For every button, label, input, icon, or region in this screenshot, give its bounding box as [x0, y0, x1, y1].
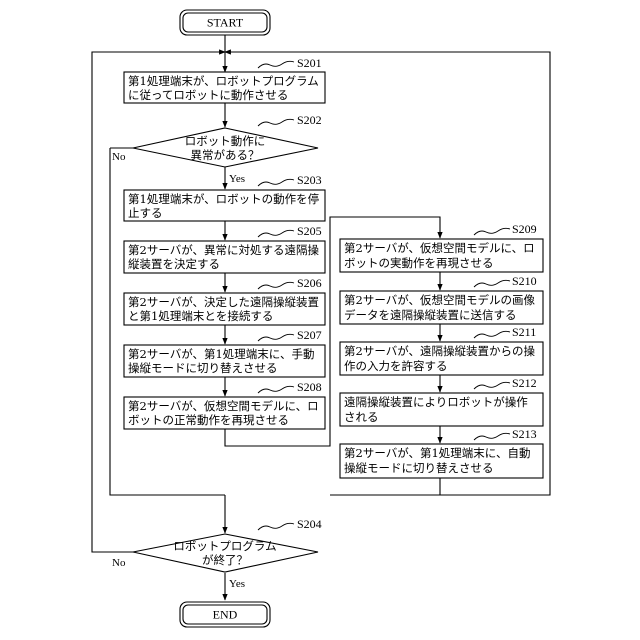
s204-yes-label: Yes [229, 578, 245, 590]
step-s212-line1: 遠隔操縦装置によりロボットが操作 [344, 395, 528, 409]
leader-s213 [474, 433, 510, 440]
leader-s204 [258, 523, 294, 530]
leader-s201 [258, 61, 294, 68]
step-s211-line1: 第2サーバが、遠隔操縦装置からの操 [344, 344, 535, 358]
step-s213-line2: 操縦モードに切り替えさせる [344, 461, 494, 475]
step-label-s213: S213 [512, 427, 537, 441]
s202-yes-label: Yes [229, 173, 245, 185]
leader-s206 [258, 282, 294, 289]
step-s205-line2: 縦装置を決定する [128, 257, 220, 271]
step-s209-line1: 第2サーバが、仮想空間モデルに、ロ [344, 241, 535, 255]
end-terminal: END [180, 602, 270, 627]
leader-s210 [474, 280, 510, 287]
step-s209: 第2サーバが、仮想空間モデルに、ロ ボットの実動作を再現させる [340, 239, 543, 272]
step-s211: 第2サーバが、遠隔操縦装置からの操 作の入力を許容する [340, 342, 543, 375]
start-label: START [207, 16, 244, 30]
step-label-s211: S211 [512, 325, 536, 339]
step-s208: 第2サーバが、仮想空間モデルに、ロ ボットの正常動作を再現させる [124, 397, 325, 429]
step-s203-line2: 止する [128, 206, 163, 220]
step-label-s201: S201 [297, 56, 322, 70]
leader-s205 [258, 230, 294, 237]
step-label-s202: S202 [297, 113, 322, 127]
leader-s208 [258, 386, 294, 393]
step-label-s210: S210 [512, 274, 537, 288]
s202-no-label: No [112, 151, 126, 163]
leader-s211 [474, 331, 510, 338]
step-s207-line2: 操縦モードに切り替えさせる [128, 361, 278, 375]
step-s201: 第1処理端末が、ロボットプログラム に従ってロボットに動作させる [124, 72, 325, 103]
step-s212: 遠隔操縦装置によりロボットが操作 される [340, 393, 543, 426]
decision-s204-line1: ロボットプログラム [173, 539, 276, 553]
step-label-s212: S212 [512, 376, 537, 390]
step-s207: 第2サーバが、第1処理端末に、手動 操縦モードに切り替えさせる [124, 345, 325, 377]
step-s205-line1: 第2サーバが、異常に対処する遠隔操 [128, 243, 319, 257]
step-s201-line2: に従ってロボットに動作させる [128, 88, 288, 102]
step-s212-line2: される [344, 410, 379, 424]
step-s209-line2: ボットの実動作を再現させる [344, 256, 494, 270]
step-label-s207: S207 [297, 328, 322, 342]
start-terminal: START [180, 10, 270, 35]
step-s211-line2: 作の入力を許容する [344, 359, 448, 373]
step-s213: 第2サーバが、第1処理端末に、自動 操縦モードに切り替えさせる [340, 444, 543, 478]
line-s213-return [330, 478, 440, 495]
step-s207-line1: 第2サーバが、第1処理端末に、手動 [128, 347, 314, 361]
step-s206-line2: と第1処理端末とを接続する [128, 309, 273, 323]
step-label-s203: S203 [297, 173, 322, 187]
decision-s202-line1: ロボット動作に [185, 134, 266, 148]
step-s208-line1: 第2サーバが、仮想空間モデルに、ロ [128, 399, 319, 413]
step-s206: 第2サーバが、決定した遠隔操縦装置 と第1処理端末とを接続する [124, 293, 325, 325]
step-s201-line1: 第1処理端末が、ロボットプログラム [128, 74, 319, 88]
step-label-s208: S208 [297, 380, 322, 394]
step-s203-line1: 第1処理端末が、ロボットの動作を停 [128, 192, 319, 206]
leader-s209 [474, 228, 510, 235]
step-label-s205: S205 [297, 224, 322, 238]
step-label-s204: S204 [297, 517, 322, 531]
step-s208-line2: ボットの正常動作を再現させる [128, 413, 289, 427]
step-s210-line1: 第2サーバが、仮想空間モデルの画像 [344, 293, 535, 307]
s204-no-label: No [112, 557, 126, 569]
step-s210: 第2サーバが、仮想空間モデルの画像 データを遠隔操縦装置に送信する [340, 291, 543, 324]
step-label-s209: S209 [512, 222, 537, 236]
step-label-s206: S206 [297, 276, 322, 290]
decision-s202-line2: 異常がある？ [191, 148, 260, 162]
step-s203: 第1処理端末が、ロボットの動作を停 止する [124, 190, 325, 221]
end-label: END [213, 608, 238, 622]
decision-s204-line2: が終了？ [202, 553, 248, 567]
step-s205: 第2サーバが、異常に対処する遠隔操 縦装置を決定する [124, 241, 325, 273]
step-s213-line1: 第2サーバが、第1処理端末に、自動 [344, 446, 530, 460]
leader-s212 [474, 382, 510, 389]
step-s206-line1: 第2サーバが、決定した遠隔操縦装置 [128, 295, 319, 309]
leader-s202 [258, 119, 294, 126]
step-s210-line2: データを遠隔操縦装置に送信する [344, 308, 517, 322]
leader-s207 [258, 334, 294, 341]
leader-s203 [258, 179, 294, 186]
decision-s202: ロボット動作に 異常がある？ [133, 128, 318, 167]
decision-s204: ロボットプログラム が終了？ [133, 534, 318, 572]
